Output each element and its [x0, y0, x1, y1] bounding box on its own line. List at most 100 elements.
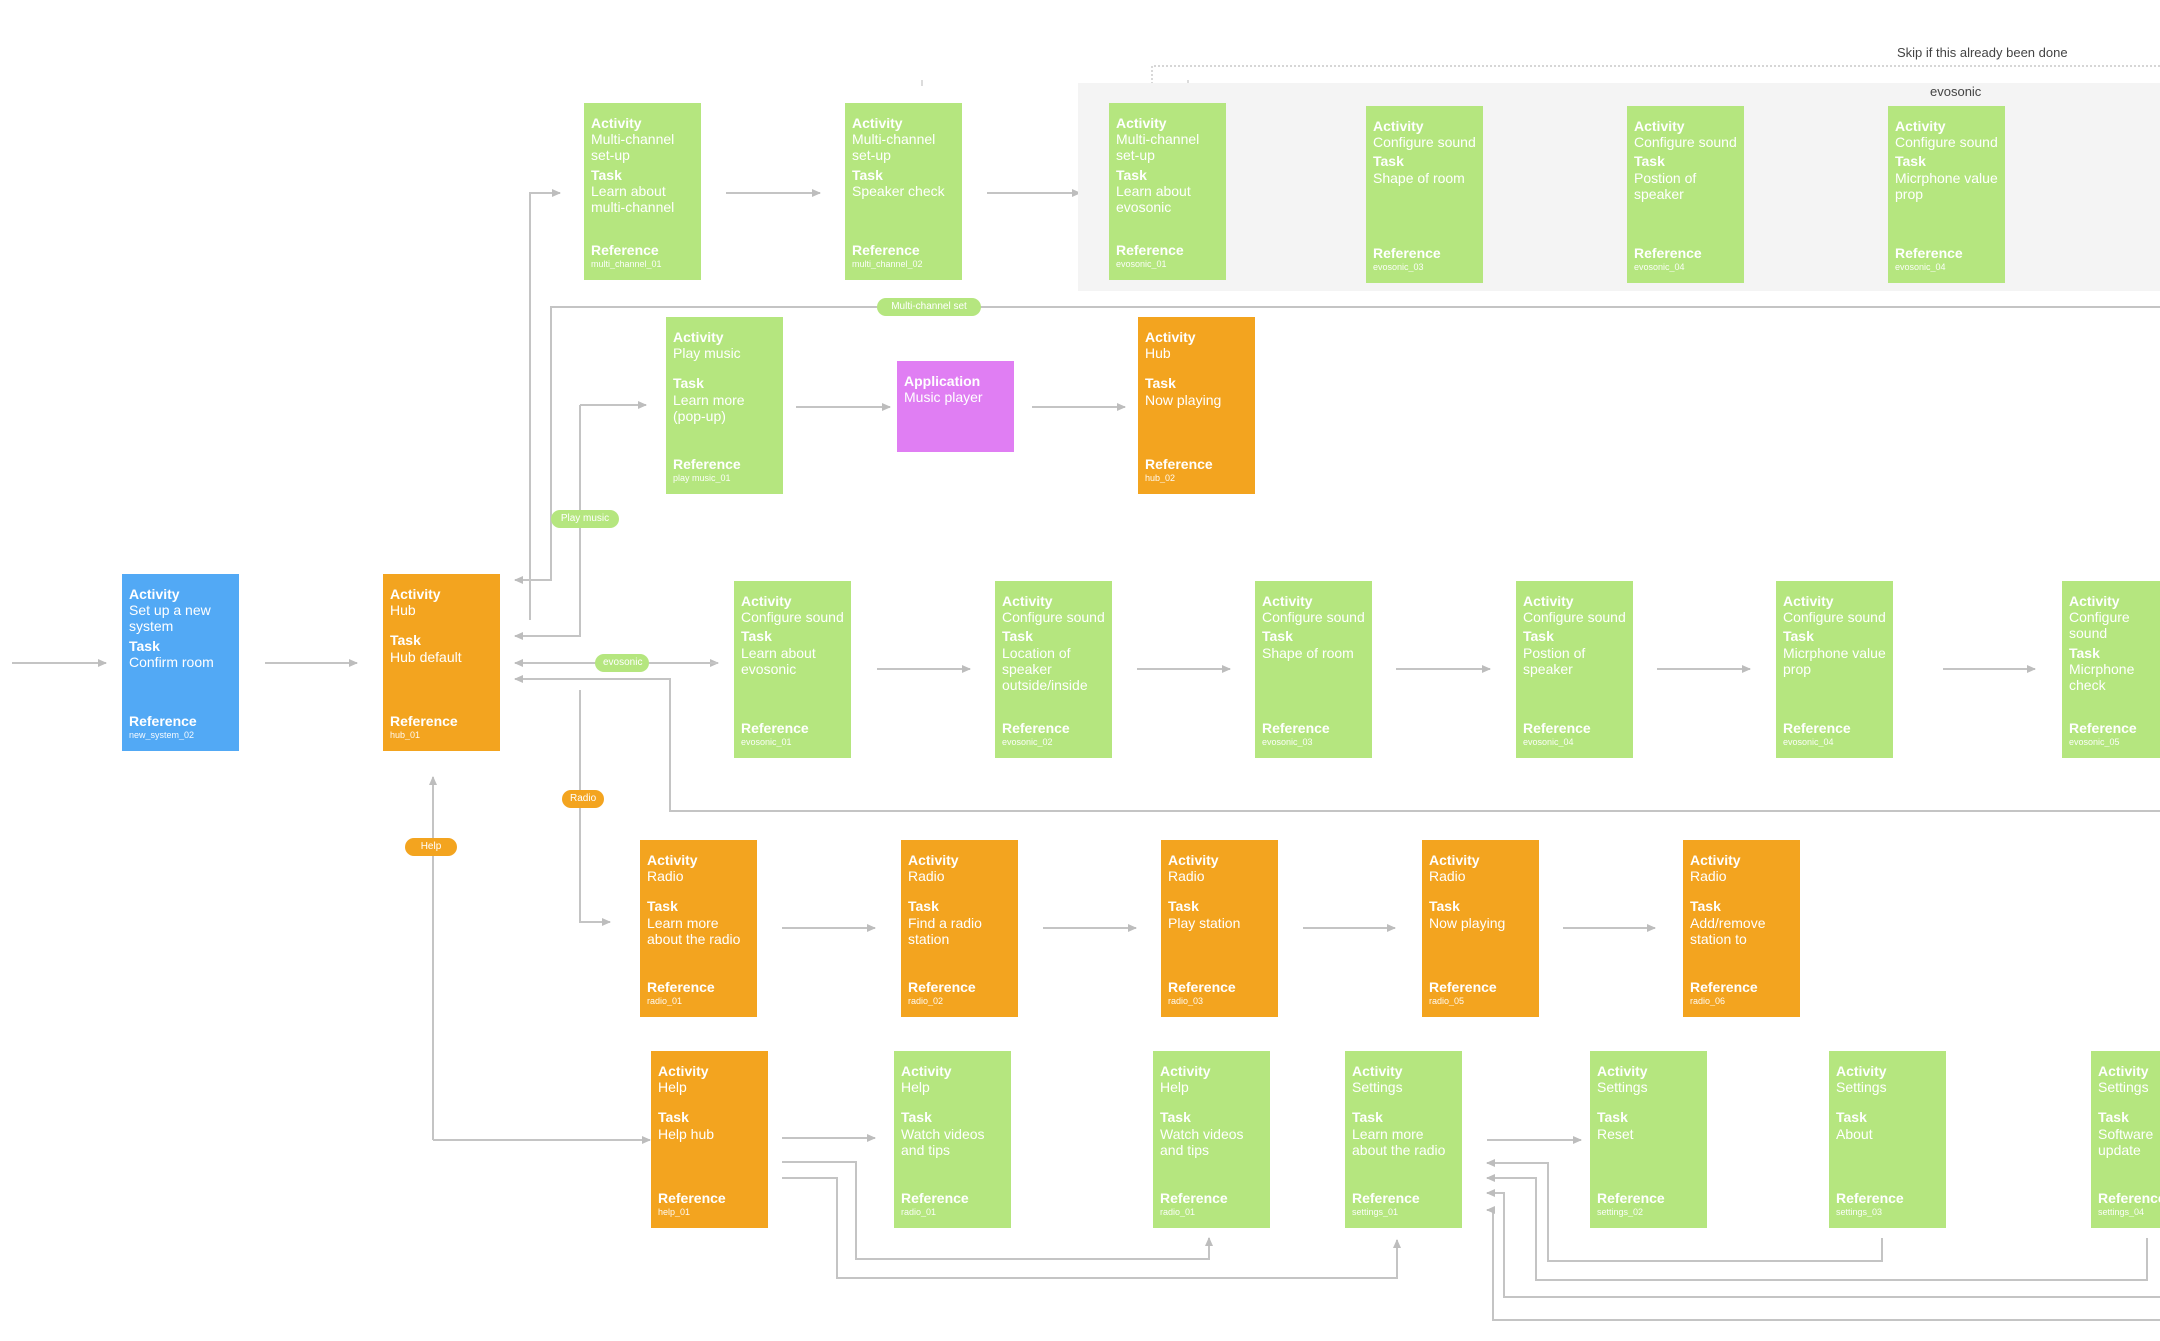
reference-value: play music_01 — [673, 472, 731, 483]
task-value: Find a radio station — [908, 914, 982, 947]
reference-label: Reference — [1373, 245, 1441, 262]
card-help2[interactable]: Activity Help Task Watch videos and tips… — [894, 1051, 1011, 1228]
card-pm1[interactable]: Activity Play music Task Learn more (pop… — [666, 317, 783, 494]
task-value: Reset — [1597, 1125, 1634, 1142]
activity-label: Activity — [1352, 1063, 1403, 1079]
card-help3[interactable]: Activity Help Task Watch videos and tips… — [1153, 1051, 1270, 1228]
reference-label: Reference — [591, 242, 659, 259]
task-label: Task — [2069, 644, 2100, 661]
task-label: Task — [908, 898, 939, 915]
task-label: Task — [390, 632, 421, 649]
reference-label: Reference — [390, 713, 458, 730]
card-settings4[interactable]: Activity Settings Task Software update R… — [2091, 1051, 2160, 1228]
activity-value: Multi-channel set-up — [1116, 131, 1200, 164]
reference-value: hub_02 — [1145, 472, 1176, 483]
reference-label: Reference — [1783, 720, 1851, 737]
reference-value: new_system_02 — [129, 729, 195, 740]
card-evt4[interactable]: Activity Configure sound Task Postion of… — [1627, 106, 1744, 283]
activity-value: Configure sound — [1373, 134, 1476, 151]
reference-value: evosonic_04 — [1783, 736, 1834, 747]
reference-value: evosonic_04 — [1634, 261, 1685, 272]
activity-label: Activity — [1597, 1063, 1648, 1079]
activity-label: Activity — [741, 593, 792, 609]
activity-value: Configure sound — [1002, 609, 1105, 626]
activity-value: Configure sound — [1262, 609, 1365, 626]
task-label: Task — [1895, 153, 1926, 170]
card-ev1[interactable]: Activity Configure sound Task Learn abou… — [734, 581, 851, 758]
reference-label: Reference — [1429, 979, 1497, 996]
activity-value: Multi-channel set-up — [852, 131, 936, 164]
reference-label: Reference — [129, 713, 197, 730]
card-radio2[interactable]: Activity Radio Task Find a radio station… — [901, 840, 1018, 1017]
card-radio5[interactable]: Activity Radio Task Add/remove station t… — [1683, 840, 1800, 1017]
task-label: Task — [901, 1109, 932, 1126]
reference-label: Reference — [2069, 720, 2137, 737]
activity-label: Activity — [1002, 593, 1053, 609]
activity-label: Activity — [1373, 118, 1424, 134]
activity-label: Activity — [1145, 329, 1196, 345]
card-evt5[interactable]: Activity Configure sound Task Micrphone … — [1888, 106, 2005, 283]
activity-label: Activity — [1523, 593, 1574, 609]
activity-label: Activity — [390, 586, 441, 602]
reference-value: radio_01 — [1160, 1206, 1196, 1217]
activity-label: Activity — [2098, 1063, 2149, 1079]
card-ev2[interactable]: Activity Configure sound Task Location o… — [995, 581, 1112, 758]
pill-help: Help — [405, 838, 457, 856]
task-label: Task — [1836, 1109, 1867, 1126]
card-evt1[interactable]: Activity Multi-channel set-up Task Learn… — [1109, 103, 1226, 280]
task-value: Micrphone value prop — [1783, 644, 1886, 677]
task-label: Task — [1262, 628, 1293, 645]
activity-label: Activity — [1836, 1063, 1887, 1079]
card-ev3[interactable]: Activity Configure sound Task Shape of r… — [1255, 581, 1372, 758]
card-radio3[interactable]: Activity Radio Task Play station Referen… — [1161, 840, 1278, 1017]
activity-value: Radio — [908, 868, 945, 885]
task-value: Learn about multi-channel — [591, 182, 675, 216]
skip-note: Skip if this already been done — [1897, 45, 2068, 60]
task-label: Task — [1160, 1109, 1191, 1126]
card-radio4[interactable]: Activity Radio Task Now playing Referenc… — [1422, 840, 1539, 1017]
task-label: Task — [1429, 898, 1460, 915]
activity-value: Help — [658, 1079, 687, 1096]
activity-value: Radio — [647, 868, 684, 885]
activity-value: Settings — [1352, 1079, 1403, 1096]
card-ev5[interactable]: Activity Configure sound Task Micrphone … — [1776, 581, 1893, 758]
card-settings1[interactable]: Activity Settings Task Learn more about … — [1345, 1051, 1462, 1228]
reference-value: radio_06 — [1690, 995, 1726, 1006]
reference-value: evosonic_02 — [1002, 736, 1053, 747]
task-value: Watch videos and tips — [1160, 1125, 1244, 1158]
task-value: Now playing — [1145, 391, 1222, 408]
card-application[interactable]: Application Music player — [897, 361, 1014, 452]
activity-value: Settings — [1597, 1079, 1648, 1096]
card-ev4[interactable]: Activity Configure sound Task Postion of… — [1516, 581, 1633, 758]
task-label: Task — [1168, 898, 1199, 915]
card-radio1[interactable]: Activity Radio Task Learn more about the… — [640, 840, 757, 1017]
reference-value: radio_01 — [901, 1206, 937, 1217]
task-label: Task — [1373, 153, 1404, 170]
task-label: Task — [591, 166, 622, 183]
activity-label: Activity — [1634, 118, 1685, 134]
card-mc1[interactable]: Activity Multi-channel set-up Task Learn… — [584, 103, 701, 280]
reference-label: Reference — [741, 720, 809, 737]
card-ev6[interactable]: Activity Configure sound Task Micrphone … — [2062, 581, 2160, 758]
task-value: Learn more (pop-up) — [673, 391, 745, 424]
activity-label: Activity — [1429, 852, 1480, 868]
reference-value: multi_channel_02 — [852, 258, 923, 269]
task-label: Task — [2098, 1109, 2129, 1126]
reference-label: Reference — [1836, 1190, 1904, 1207]
activity-label: Activity — [1116, 115, 1167, 131]
reference-label: Reference — [1352, 1190, 1420, 1207]
task-value: Add/remove station to — [1690, 914, 1766, 947]
activity-value: Hub — [1145, 345, 1171, 362]
reference-value: radio_03 — [1168, 995, 1204, 1006]
card-mc2[interactable]: Activity Multi-channel set-up Task Speak… — [845, 103, 962, 280]
card-new-system[interactable]: Activity Set up a new system Task Confir… — [122, 574, 239, 751]
reference-value: settings_01 — [1352, 1206, 1399, 1217]
card-evt3[interactable]: Activity Configure sound Task Shape of r… — [1366, 106, 1483, 283]
reference-label: Reference — [1895, 245, 1963, 262]
activity-label: Activity — [1690, 852, 1741, 868]
